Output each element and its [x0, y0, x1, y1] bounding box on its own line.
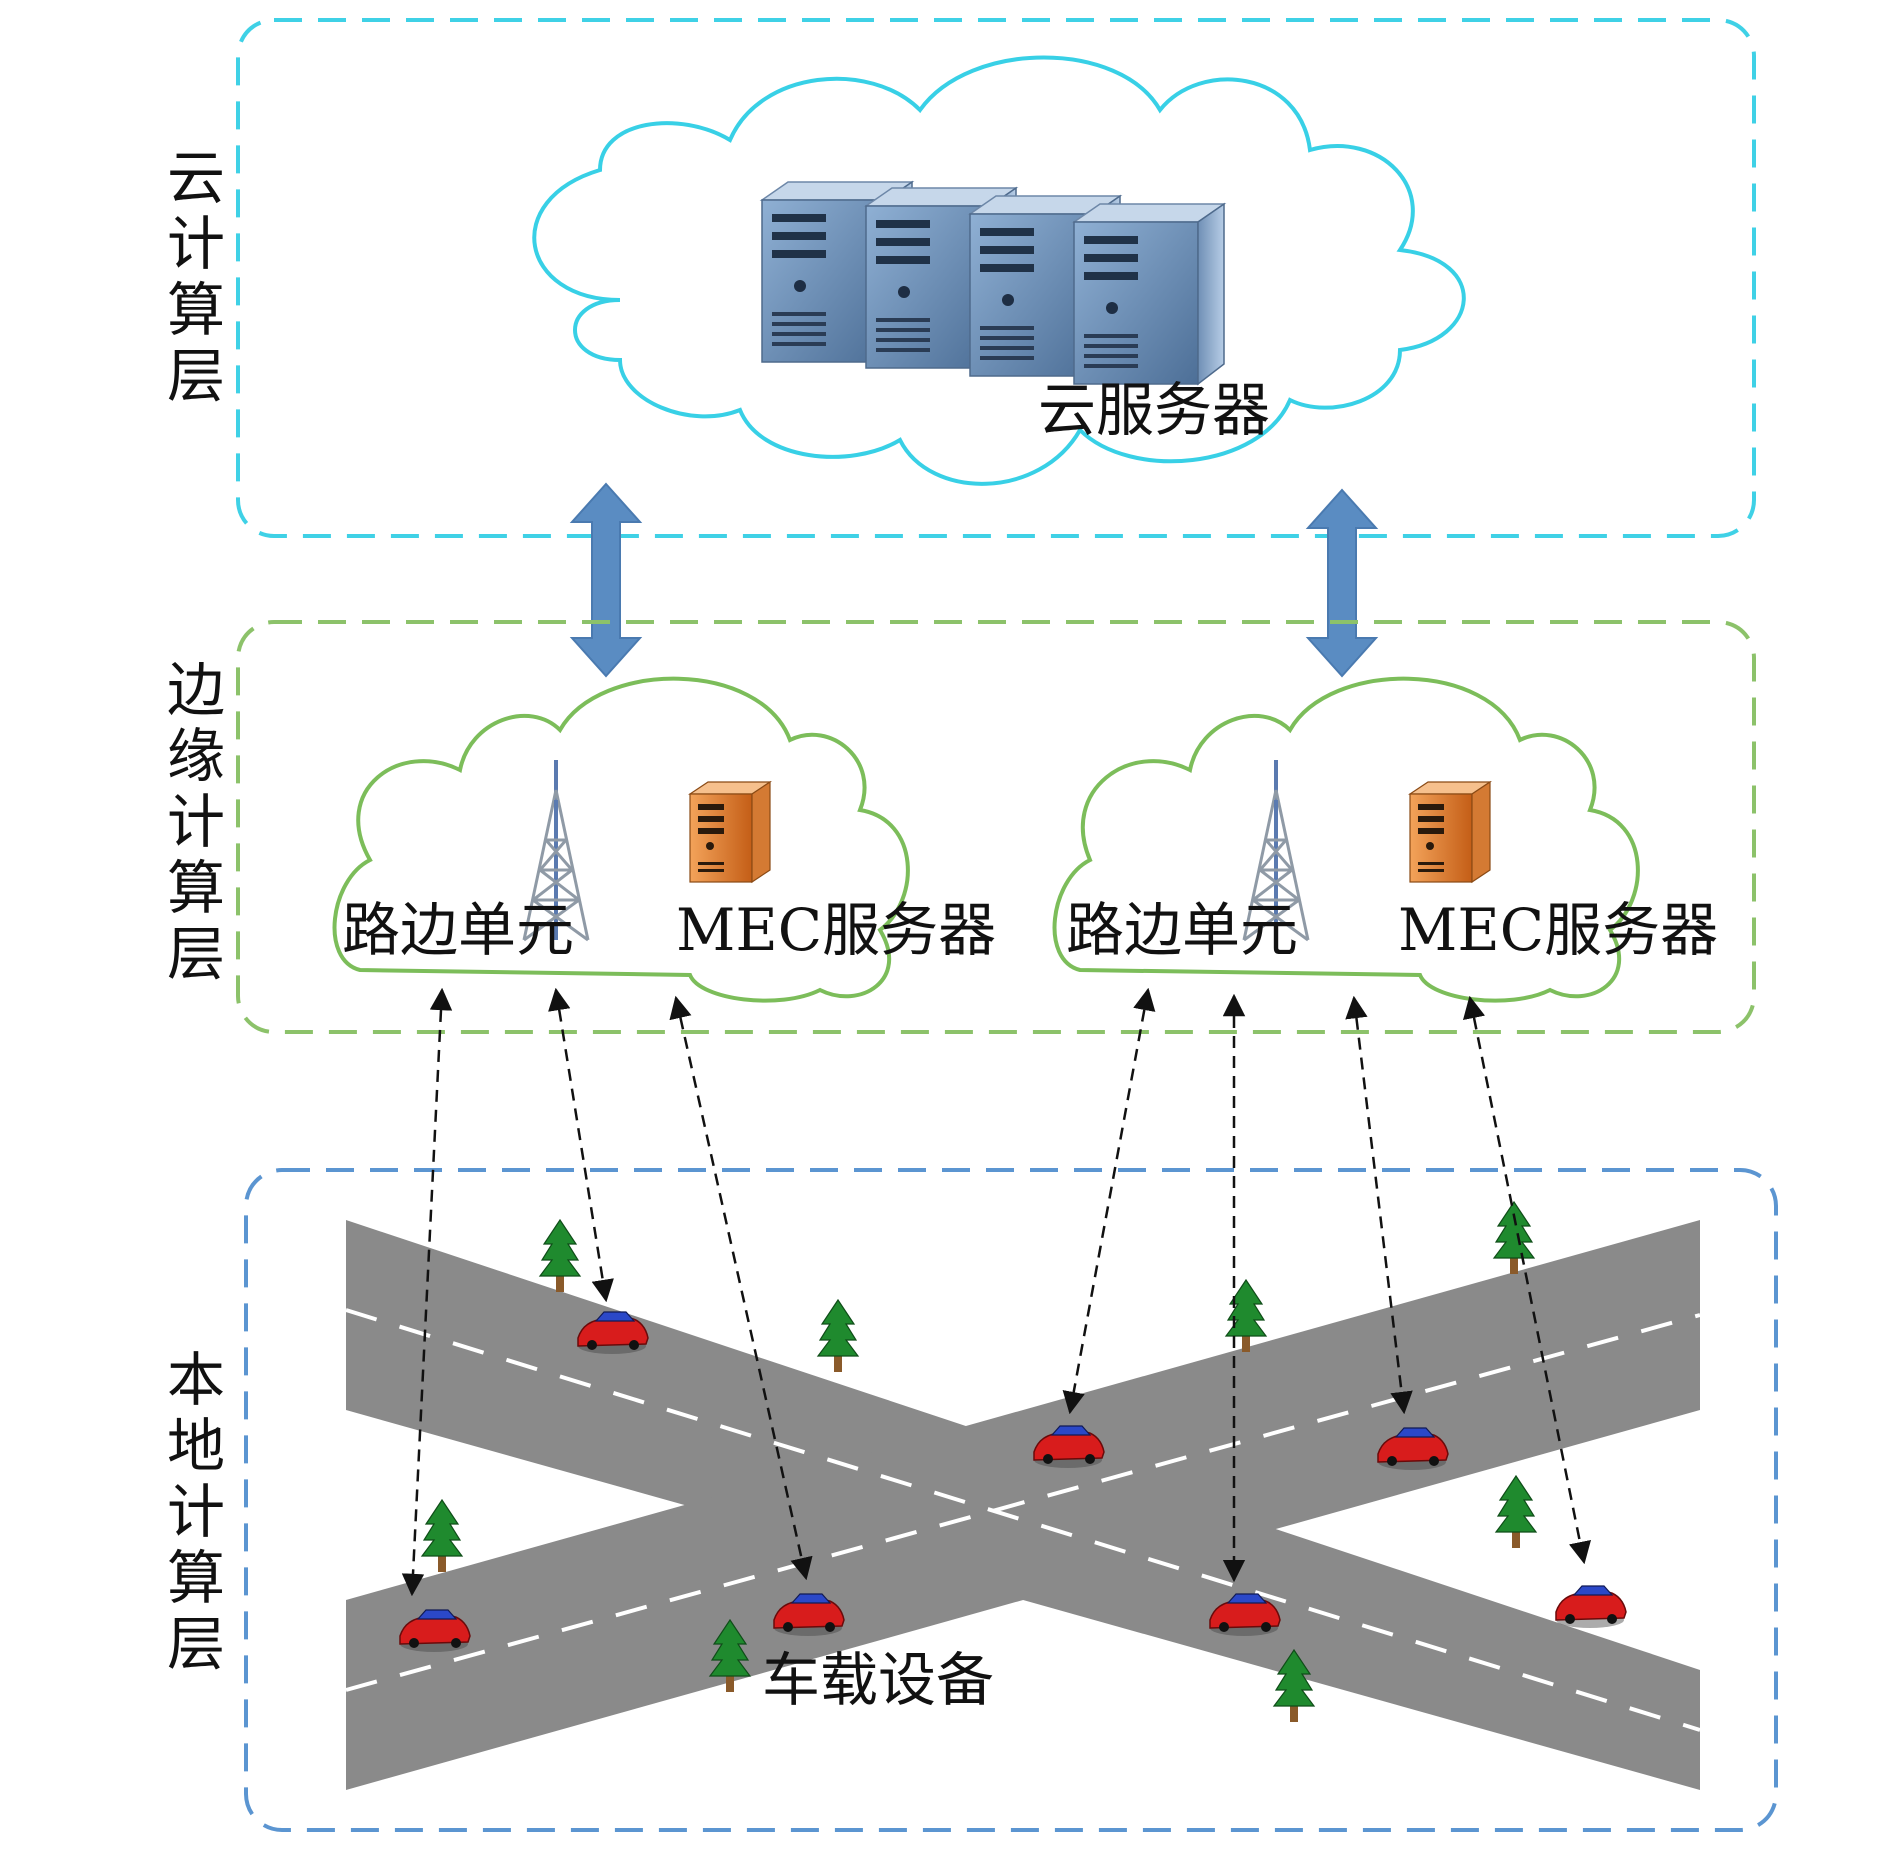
rsu-label: 路边单元 [1066, 896, 1298, 964]
layer-label-char: 算 [167, 276, 225, 344]
edge-cloud-left [332, 676, 910, 1003]
edge-cloud-right [1052, 676, 1640, 1003]
local-layer-border [244, 1168, 1778, 1832]
layer-label-char: 本 [167, 1346, 225, 1414]
server-rack-icon [761, 181, 1225, 385]
edge-layer-border [236, 620, 1756, 1034]
cloud-server-label: 云服务器 [1038, 376, 1270, 444]
layer-label-char: 算 [167, 854, 225, 922]
layer-label-char: 层 [167, 920, 225, 988]
layer-label-char: 层 [167, 342, 225, 410]
layer-label-char: 计 [167, 788, 225, 856]
rsu-label: 路边单元 [342, 896, 574, 964]
communication-links [401, 987, 1592, 1597]
layer-label-char: 地 [167, 1412, 225, 1480]
layer-label-char: 计 [167, 1478, 225, 1546]
vehicle-device-label: 车载设备 [762, 1646, 994, 1714]
layer-label-char: 算 [167, 1544, 225, 1612]
layer-label-char: 计 [167, 210, 225, 278]
mec-server-icon [1409, 781, 1491, 883]
road-intersection [345, 1220, 1701, 1790]
layer-label-char: 边 [167, 656, 225, 724]
mec-server-label: MEC服务器 [676, 896, 996, 964]
layer-label-char: 缘 [167, 722, 225, 790]
mec-server-label: MEC服务器 [1398, 896, 1718, 964]
cloud-layer-border [236, 18, 1756, 538]
mec-server-icon [689, 781, 771, 883]
double-arrow-icon [569, 482, 1379, 678]
layer-label-char: 云 [167, 144, 225, 212]
layer-label-char: 层 [167, 1610, 225, 1678]
